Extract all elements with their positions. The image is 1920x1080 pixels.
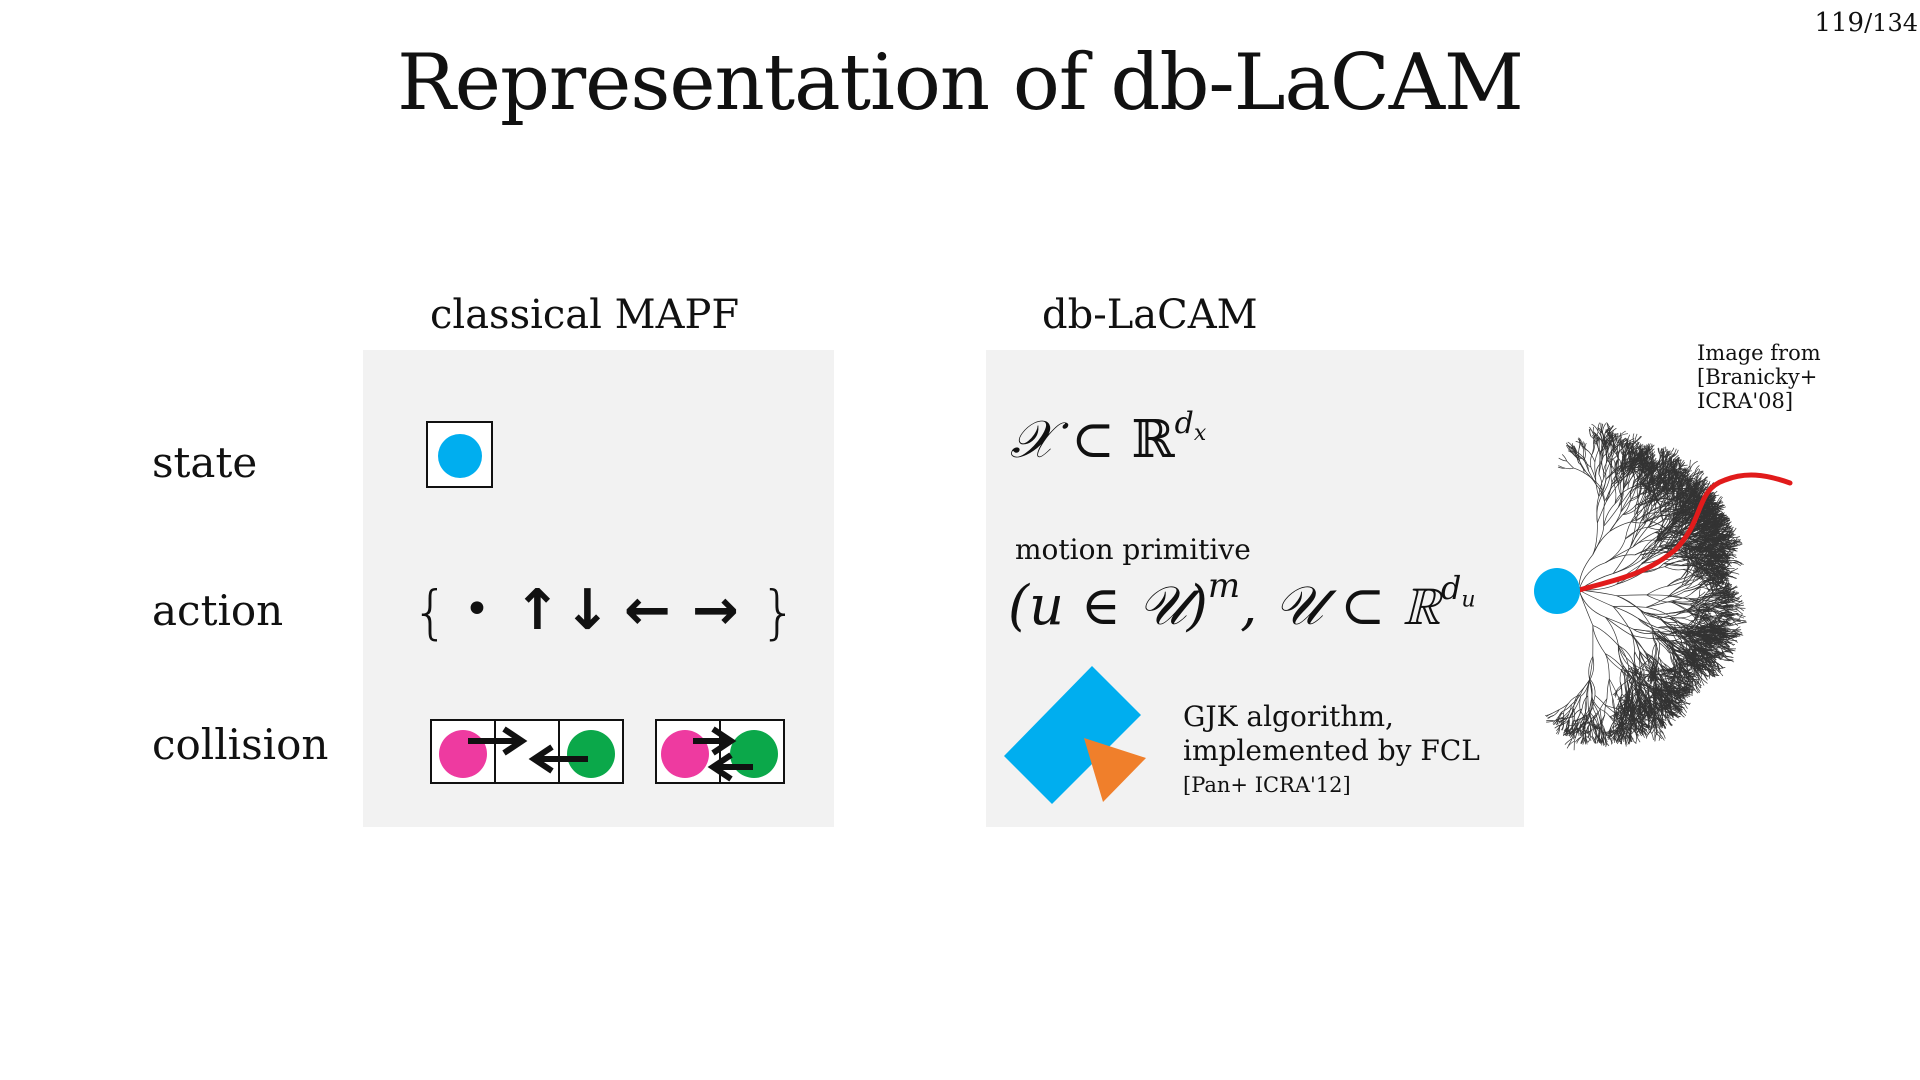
reals-symbol: ℝ [1131,410,1175,470]
collision-diagram-three-cells [430,719,624,784]
gjk-caption-line1: GJK algorithm, [1183,700,1394,733]
collision-diagram-two-cells [655,719,785,784]
image-credit-line2: [Branicky+ ICRA'08] [1697,365,1818,413]
slide-title: Representation of db-LaCAM [397,38,1524,128]
dblacam-action-formula: (u ∈ 𝒰)m, 𝒰 ⊂ ℝdu [1008,566,1476,638]
brace-open: { [412,578,449,646]
state-space-symbol: 𝒳 [1010,410,1055,470]
search-tree-illustration [1534,422,1793,751]
image-credit: Image from [Branicky+ ICRA'08] [1697,341,1920,413]
action-formula-space: , 𝒰 ⊂ ℝ [1240,574,1441,637]
state-exponent-base: d [1174,405,1194,441]
left-arrow-icon: ← [624,578,671,643]
down-arrow-icon: ↓ [564,578,611,643]
page-number: 119/134 [1814,8,1918,38]
orange-triangle-shape [1084,738,1146,802]
classical-action-set: { • ↑ ↓ ← → } [412,578,797,648]
action-formula-m: m [1207,566,1241,606]
tree-branches [1545,422,1747,751]
page-total: /134 [1864,9,1918,37]
right-arrow-icon: → [692,578,739,643]
column-header-classical: classical MAPF [430,292,740,338]
action-formula-sequence: (u ∈ 𝒰) [1008,574,1208,637]
row-label-state: state [152,438,258,487]
solution-path [1576,472,1793,593]
start-agent [1534,568,1580,614]
up-arrow-icon: ↑ [514,578,561,643]
gjk-collision-shapes [1004,666,1146,804]
agent-green [730,730,778,778]
gjk-reference: [Pan+ ICRA'12] [1183,773,1351,797]
subset-symbol: ⊂ [1071,410,1115,470]
brace-close: } [760,578,797,646]
row-label-collision: collision [152,720,329,769]
state-exponent-sub: x [1193,420,1207,446]
gjk-caption: GJK algorithm, implemented by FCL [Pan+ … [1183,700,1480,802]
page-current: 119 [1814,8,1865,38]
agent-pink [661,730,709,778]
dblacam-state-formula: 𝒳 ⊂ ℝdx [1010,406,1207,471]
action-exponent-sub: u [1461,587,1476,613]
stay-action-icon: • [464,584,490,635]
gjk-caption-line2: implemented by FCL [1183,734,1480,767]
column-header-dblacam: db-LaCAM [1042,292,1258,338]
blue-rectangle-shape [1004,666,1141,804]
action-exponent-base: d [1440,569,1462,607]
agent-blue [438,434,482,478]
image-credit-line1: Image from [1697,341,1821,365]
row-label-action: action [152,586,284,635]
agent-pink [439,730,487,778]
classical-state-diagram [426,421,493,488]
motion-primitive-label: motion primitive [1015,533,1251,566]
agent-green [567,730,615,778]
